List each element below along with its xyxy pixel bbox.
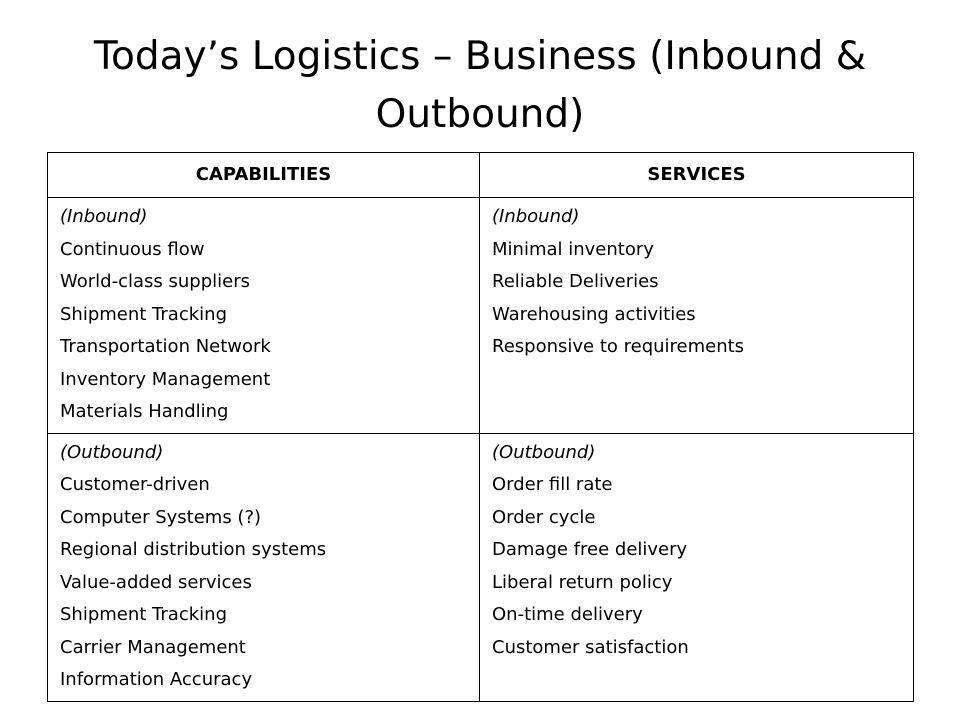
list-item: On-time delivery — [492, 604, 643, 625]
list-item: Computer Systems (?) — [60, 506, 262, 528]
table-header-row: CAPABILITIES SERVICES — [47, 152, 914, 198]
list-item: Information Accuracy — [60, 669, 253, 690]
list-item: Order cycle — [492, 506, 596, 528]
list-item: World-class suppliers — [60, 271, 250, 292]
cell-inbound-capabilities: (Inbound) Continuous flow World-class su… — [47, 197, 480, 434]
list-item: Value-added services — [60, 571, 252, 593]
list-item: Continuous flow — [60, 238, 205, 260]
list-item: Customer satisfaction — [492, 636, 689, 658]
list-item: Inventory Management — [60, 368, 271, 390]
header-capabilities: CAPABILITIES — [47, 152, 480, 198]
list-item: Shipment Tracking — [60, 604, 227, 625]
list-item: Regional distribution systems — [60, 539, 327, 560]
list-item: Materials Handling — [60, 401, 229, 422]
cell-heading: (Inbound) — [492, 206, 580, 227]
list-item: Order fill rate — [492, 474, 613, 495]
list-item: Shipment Tracking — [60, 303, 227, 325]
cell-heading: (Inbound) — [60, 206, 148, 227]
header-services: SERVICES — [479, 152, 914, 198]
list-item: Liberal return policy — [492, 571, 673, 593]
list-item: Damage free delivery — [492, 539, 688, 560]
list-item: Reliable Deliveries — [492, 271, 659, 292]
cell-heading: (Outbound) — [60, 441, 164, 463]
cell-inbound-services: (Inbound) Minimal inventory Reliable Del… — [479, 197, 914, 434]
cell-outbound-capabilities: (Outbound) Customer-driven Computer Syst… — [47, 432, 480, 702]
list-item: Minimal inventory — [492, 238, 654, 260]
cell-outbound-services: (Outbound) Order fill rate Order cycle D… — [479, 432, 914, 702]
slide-title: Today’s Logistics – Business (Inbound & … — [93, 34, 867, 137]
table-row-inbound: (Inbound) Continuous flow World-class su… — [47, 197, 914, 434]
list-item: Customer-driven — [60, 474, 210, 495]
table-row-outbound: (Outbound) Customer-driven Computer Syst… — [47, 432, 914, 702]
list-item: Warehousing activities — [492, 303, 696, 325]
list-item: Responsive to requirements — [492, 336, 745, 357]
list-item: Transportation Network — [60, 336, 271, 357]
cell-heading: (Outbound) — [492, 441, 596, 463]
logistics-table: CAPABILITIES SERVICES (Inbound) Continuo… — [47, 152, 914, 702]
list-item: Carrier Management — [60, 636, 246, 658]
